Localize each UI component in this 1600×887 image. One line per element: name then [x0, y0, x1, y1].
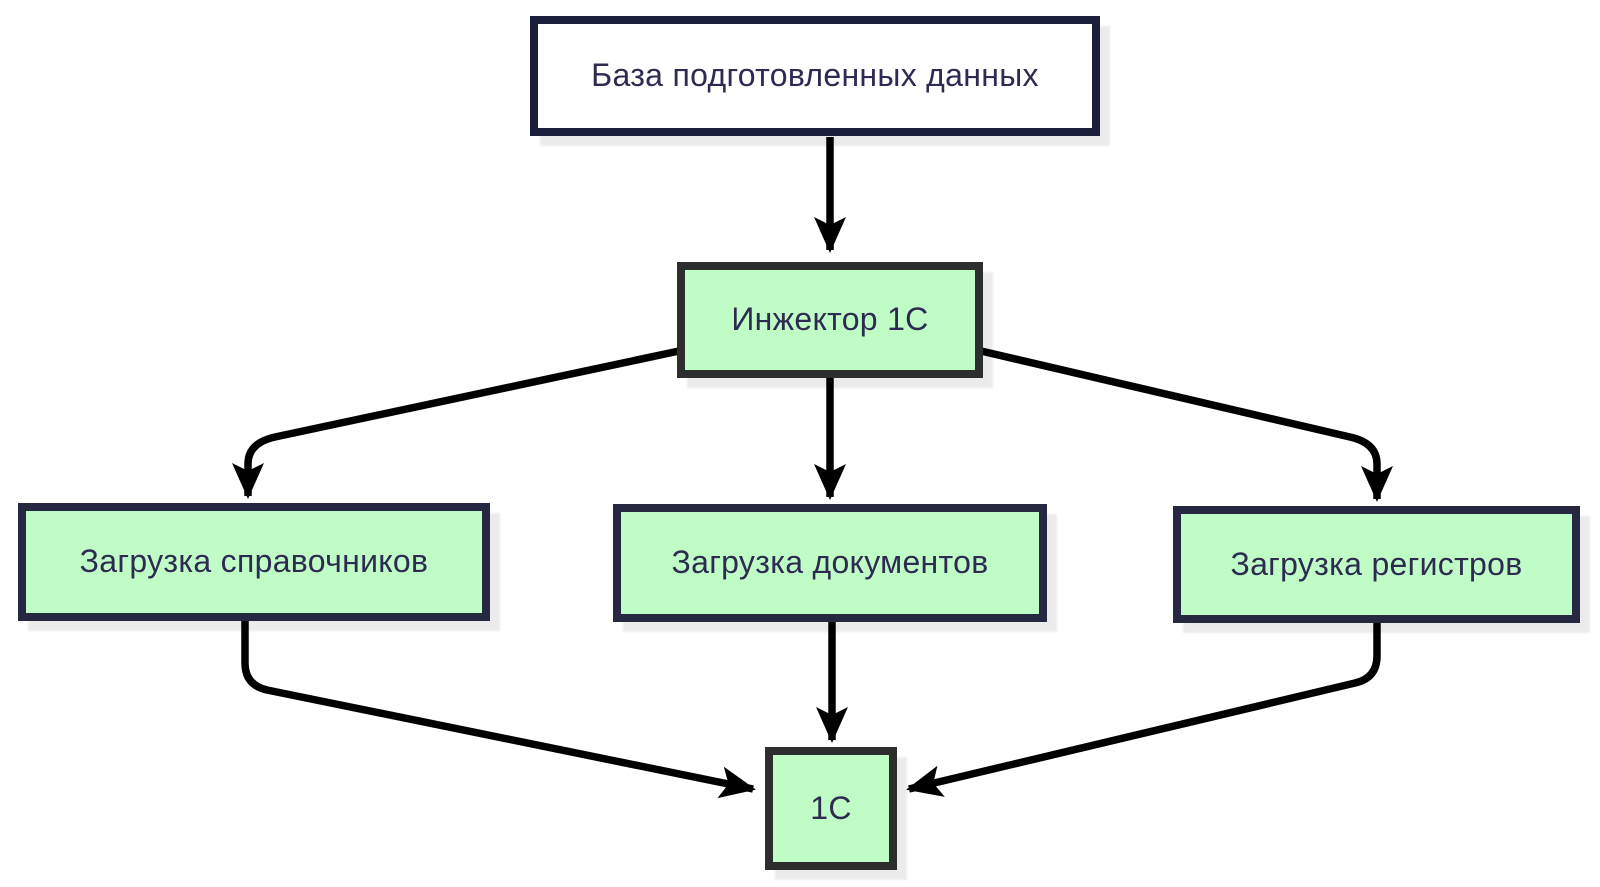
edge-injector-to-catalogs — [232, 347, 680, 499]
edge-catalogs-to-1c — [241, 621, 756, 799]
node-load-documents-label: Загрузка документов — [671, 544, 989, 581]
node-source-db-label: База подготовленных данных — [591, 57, 1039, 94]
node-injector-1c-label: Инжектор 1С — [731, 301, 929, 338]
node-load-registers-label: Загрузка регистров — [1230, 545, 1523, 582]
edge-injector-to-registers — [980, 347, 1393, 502]
node-load-documents: Загрузка документов — [613, 504, 1047, 622]
node-source-db: База подготовленных данных — [530, 16, 1100, 136]
node-target-1c: 1С — [765, 747, 897, 870]
edge-registers-to-1c — [906, 623, 1381, 797]
node-target-1c-label: 1С — [810, 789, 852, 826]
node-load-catalogs: Загрузка справочников — [18, 503, 490, 621]
node-load-catalogs-label: Загрузка справочников — [79, 543, 429, 580]
node-injector-1c: Инжектор 1С — [677, 262, 983, 378]
node-load-registers: Загрузка регистров — [1173, 506, 1580, 623]
